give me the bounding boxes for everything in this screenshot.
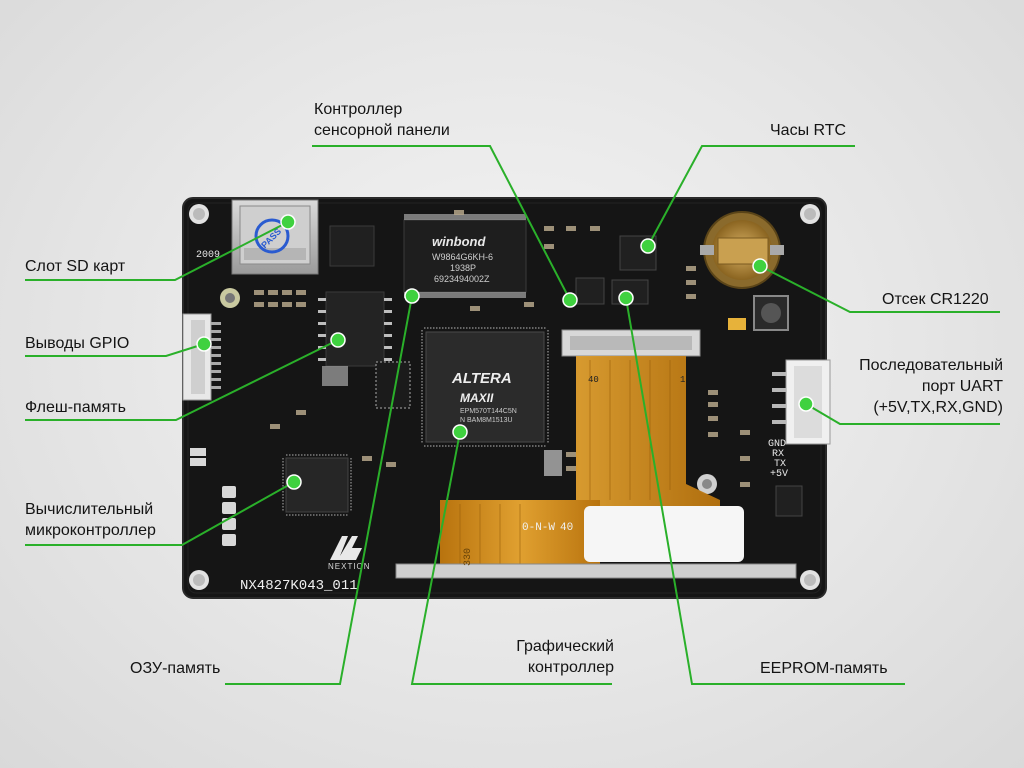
leader-ram (225, 295, 413, 685)
leader-gpio (25, 343, 205, 357)
leader-rtc (647, 145, 855, 247)
label-sd-slot: Слот SD карт (25, 258, 126, 275)
sd-card-slot (231, 199, 319, 275)
svg-text:N BAM8M1513U: N BAM8M1513U (460, 417, 513, 424)
leader-cr1220 (759, 265, 1000, 313)
nextion-logo: NEXTION (328, 536, 371, 571)
flex-cable (395, 329, 797, 579)
mounting-holes (189, 204, 820, 590)
label-rtc: Часы RTC (770, 122, 847, 139)
uart-pin-5v: +5V (770, 469, 788, 480)
sdram-chip: winbond W9864G6KH-6 1938P 6923494002Z (403, 214, 527, 298)
label-uart: Последовательный порт UART (+5V,TX,RX,GN… (859, 357, 1003, 416)
leader-uart (805, 403, 1000, 425)
callout-dots (196, 214, 814, 490)
svg-text:W9864G6KH-6: W9864G6KH-6 (432, 252, 493, 262)
leader-eeprom (625, 297, 905, 685)
uart-pin-tx: TX (774, 459, 786, 470)
label-mcu: Вычислительный микроконтроллер (25, 501, 156, 539)
leader-sd (25, 221, 289, 281)
svg-text:330: 330 (463, 548, 474, 566)
svg-text:NEXTION: NEXTION (328, 562, 371, 571)
svg-text:ALTERA: ALTERA (451, 370, 512, 387)
svg-text:1: 1 (680, 375, 685, 385)
label-ram: ОЗУ-память (130, 660, 221, 677)
graphics-controller-chip: ALTERA MAXII EPM570T144C5N N BAM8M1513U (420, 326, 550, 448)
svg-text:40: 40 (560, 522, 573, 534)
leader-lines (25, 145, 1000, 685)
svg-text:EPM570T144C5N: EPM570T144C5N (460, 408, 517, 415)
flash-memory-chip (318, 291, 392, 367)
leader-mcu (25, 481, 295, 546)
svg-text:1938P: 1938P (450, 263, 476, 273)
svg-text:MAXII: MAXII (460, 391, 494, 405)
label-touch-controller: Контроллер сенсорной панели (314, 101, 450, 139)
winbond-brand: winbond (432, 234, 486, 249)
leader-touch-controller (312, 145, 571, 301)
label-eeprom: EEPROM-память (760, 660, 888, 677)
label-gpu: Графический контроллер (516, 638, 614, 676)
svg-text:2009: 2009 (196, 250, 220, 261)
svg-text:6923494002Z: 6923494002Z (434, 274, 490, 284)
leader-gpu (410, 431, 612, 685)
uart-pin-rx: RX (772, 449, 784, 460)
uart-pin-gnd: GND (768, 439, 786, 450)
label-cr1220: Отсек CR1220 (882, 291, 989, 308)
svg-text:40: 40 (588, 375, 599, 385)
label-flash: Флеш-память (25, 399, 126, 416)
board-model-label: NX4827K043_011 (240, 578, 358, 594)
svg-text:0-N-W: 0-N-W (522, 522, 555, 534)
leader-flash (25, 339, 339, 421)
label-gpio: Выводы GPIO (25, 335, 130, 352)
